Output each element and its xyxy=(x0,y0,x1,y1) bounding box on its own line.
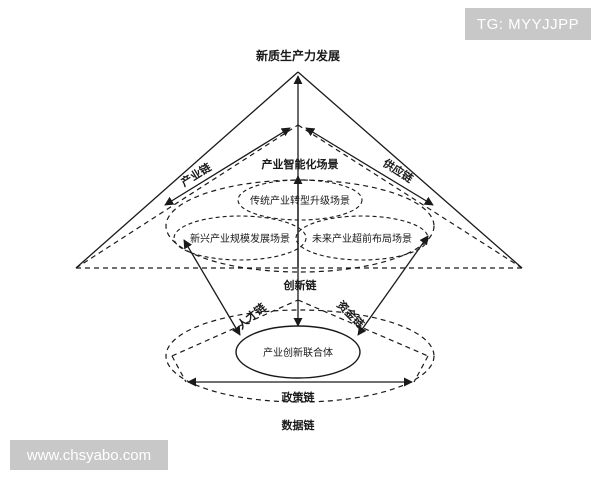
scenario-ellipse xyxy=(165,179,435,273)
industry-chain-arrow xyxy=(164,127,291,206)
data-chain-label: 数据链 xyxy=(282,418,316,432)
smart-scenario-label: 产业智能化场景 xyxy=(262,157,339,171)
capital-chain-label: 资金链 xyxy=(334,298,368,332)
traditional-upgrade-label: 传统产业转型升级场景 xyxy=(250,194,350,207)
lower-base-left-dashed xyxy=(171,355,187,383)
policy-chain-label: 政策链 xyxy=(282,390,316,404)
emerging-scale-label: 新兴产业规模发展场景 xyxy=(190,232,290,245)
lower-left-dashed xyxy=(171,299,299,357)
policy-ellipse xyxy=(165,309,435,403)
supply-chain-arrow xyxy=(305,127,434,206)
innovation-chain-label: 创新链 xyxy=(283,278,318,292)
future-layout-label: 未来产业超前布局场景 xyxy=(312,232,412,245)
watermark-top: TG: MYYJJPP xyxy=(465,8,591,40)
watermark-bottom: www.chsyabo.com xyxy=(10,440,168,470)
talent-chain-arrow xyxy=(183,239,241,336)
apex-label: 新质生产力发展 xyxy=(256,48,340,63)
union-label: 产业创新联合体 xyxy=(263,346,333,359)
lower-base-right-dashed xyxy=(413,355,429,383)
industry-chain-label: 产业链 xyxy=(178,159,214,189)
capital-chain-arrow xyxy=(357,235,429,336)
lower-right-dashed xyxy=(297,299,429,357)
